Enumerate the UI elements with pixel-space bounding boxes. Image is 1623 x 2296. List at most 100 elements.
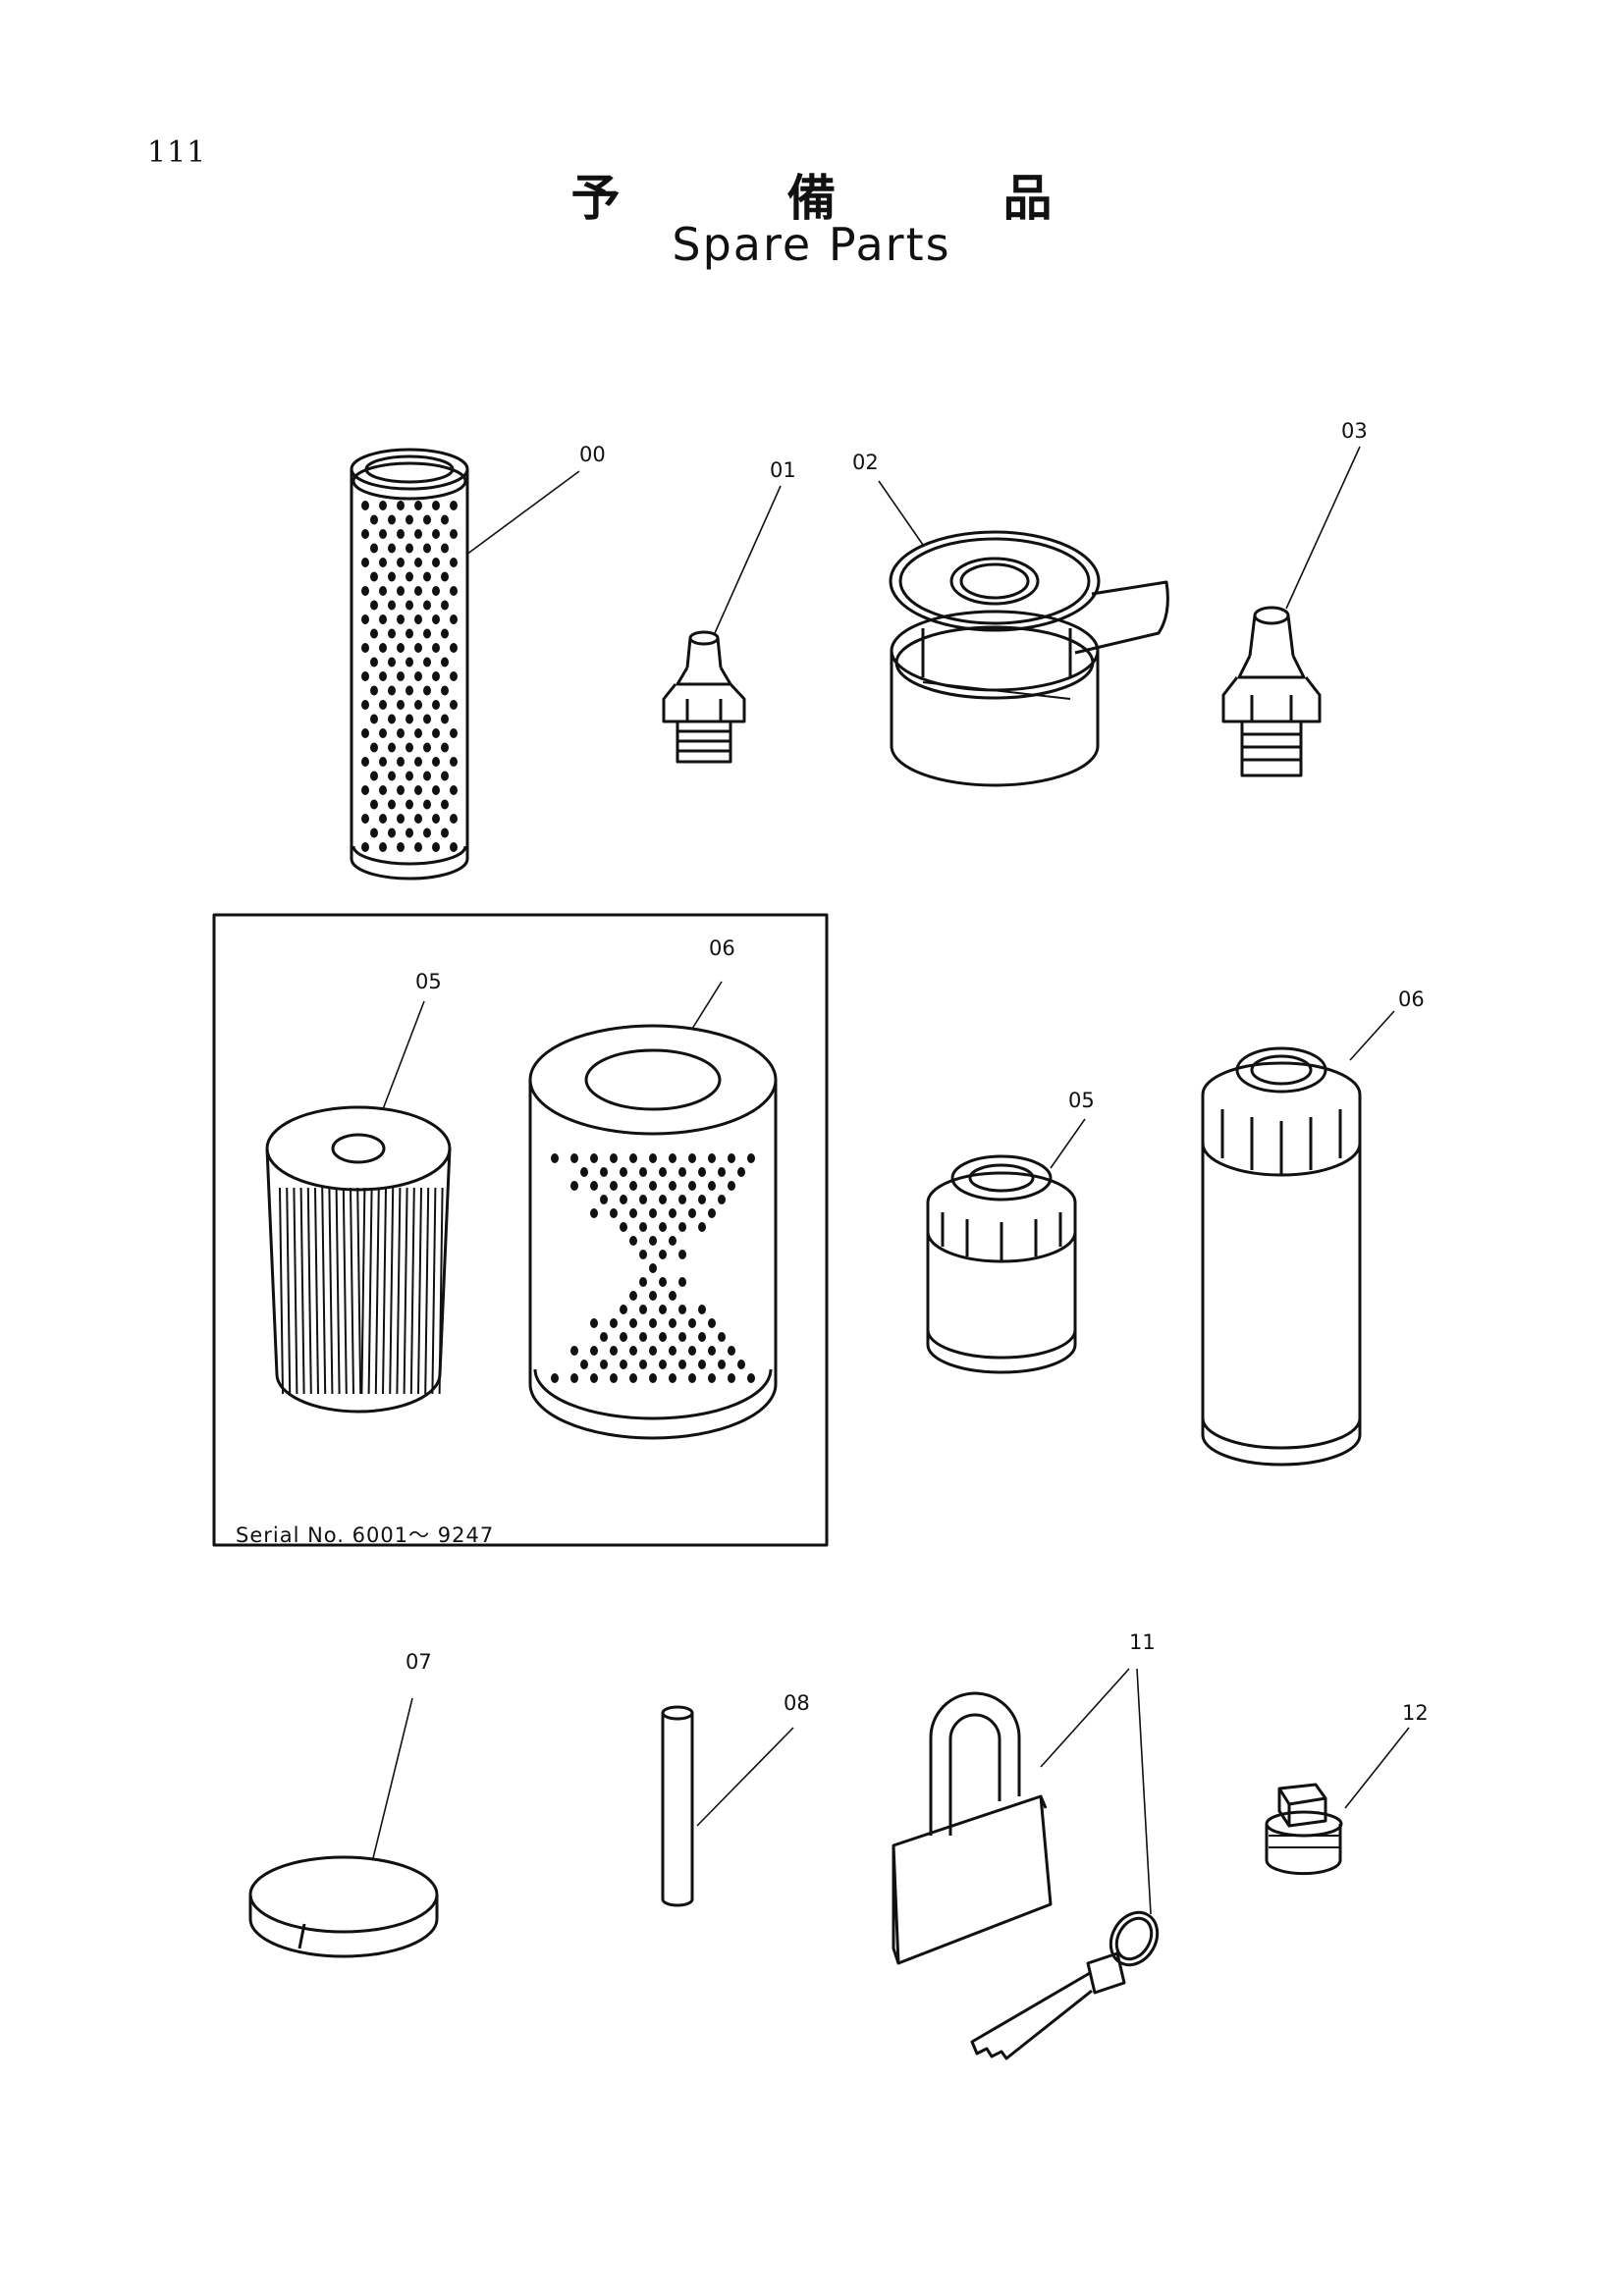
perforation-hole (450, 586, 458, 596)
perforation-hole (669, 1153, 676, 1163)
perforation-hole (708, 1318, 716, 1328)
title-english: Spare Parts (672, 218, 951, 271)
perforation-hole (370, 714, 378, 724)
part-plug (1265, 1783, 1343, 1876)
perforation-hole (708, 1373, 716, 1383)
perforation-hole (370, 828, 378, 838)
perforation-hole (423, 742, 431, 753)
perforation-hole (698, 1195, 706, 1204)
perforation-hole (737, 1167, 745, 1177)
perforation-hole (370, 799, 378, 810)
perforation-hole (432, 558, 440, 567)
perforation-hole (688, 1208, 696, 1218)
perforation-hole (370, 657, 378, 667)
perforation-hole (432, 842, 440, 852)
filter-pleat (431, 1187, 437, 1395)
title-japanese: 予 備 品 (570, 170, 1111, 227)
perforation-hole (590, 1153, 598, 1163)
perforation-hole (590, 1181, 598, 1191)
perforation-hole (370, 685, 378, 696)
callout-06: 06 (1398, 988, 1425, 1011)
perforation-hole (728, 1346, 735, 1356)
perforation-hole (379, 785, 387, 795)
perforation-hole (570, 1181, 578, 1191)
perforation-hole (414, 558, 422, 567)
perforation-hole (388, 657, 396, 667)
perforation-hole (649, 1373, 657, 1383)
perforation-hole (361, 501, 369, 510)
filter-pleat (328, 1187, 334, 1395)
perforation-hole (361, 814, 369, 824)
perforation-hole (379, 586, 387, 596)
perforation-hole (441, 828, 449, 838)
perforation-hole (441, 514, 449, 525)
perforation-hole (423, 628, 431, 639)
perforation-hole (610, 1318, 618, 1328)
perforation-hole (620, 1222, 627, 1232)
perforation-hole (397, 728, 405, 738)
perforation-hole (406, 543, 413, 554)
perforation-hole (570, 1346, 578, 1356)
perforation-hole (450, 501, 458, 510)
perforation-hole (600, 1332, 608, 1342)
perforation-hole (649, 1236, 657, 1246)
perforation-hole (688, 1181, 696, 1191)
perforation-hole (450, 700, 458, 710)
perforation-hole (450, 728, 458, 738)
perforation-hole (639, 1360, 647, 1369)
perforation-hole (361, 785, 369, 795)
part-pleated-element (265, 1105, 452, 1414)
perforation-hole (450, 529, 458, 539)
perforation-hole (370, 514, 378, 525)
perforation-hole (669, 1181, 676, 1191)
perforation-hole (659, 1277, 667, 1287)
perforation-hole (669, 1373, 676, 1383)
perforation-hole (406, 742, 413, 753)
perforation-hole (698, 1305, 706, 1314)
perforation-hole (659, 1360, 667, 1369)
perforation-hole (620, 1305, 627, 1314)
perforation-hole (629, 1208, 637, 1218)
perforation-hole (669, 1236, 676, 1246)
perforation-hole (432, 501, 440, 510)
perforation-hole (678, 1360, 686, 1369)
perforation-hole (659, 1195, 667, 1204)
filter-pleat (350, 1187, 354, 1395)
perforation-hole (441, 543, 449, 554)
perforation-hole (441, 742, 449, 753)
filter-pleat (306, 1187, 312, 1395)
perforation-hole (370, 628, 378, 639)
perforation-hole (388, 571, 396, 582)
perforation-hole (629, 1291, 637, 1301)
perforation-hole (669, 1318, 676, 1328)
perforation-hole (698, 1167, 706, 1177)
perforation-hole (450, 785, 458, 795)
perforation-hole (600, 1195, 608, 1204)
perforation-hole (620, 1167, 627, 1177)
perforation-hole (678, 1305, 686, 1314)
filter-pleat (279, 1187, 284, 1395)
perforation-hole (379, 814, 387, 824)
perforation-hole (370, 742, 378, 753)
perforation-hole (639, 1332, 647, 1342)
perforation-hole (551, 1373, 559, 1383)
perforation-hole (397, 643, 405, 653)
perforation-hole (610, 1181, 618, 1191)
perforation-hole (728, 1153, 735, 1163)
perforation-hole (620, 1360, 627, 1369)
perforation-hole (414, 643, 422, 653)
perforation-hole (432, 614, 440, 624)
perforation-hole (441, 799, 449, 810)
perforation-hole (639, 1222, 647, 1232)
perforation-hole (629, 1318, 637, 1328)
perforation-hole (629, 1346, 637, 1356)
perforation-hole (708, 1346, 716, 1356)
perforation-hole (718, 1360, 726, 1369)
perforation-hole (610, 1153, 618, 1163)
perforation-hole (406, 714, 413, 724)
perforation-hole (747, 1153, 755, 1163)
part-spin-on-filter-tall (1201, 1046, 1362, 1467)
perforation-hole (441, 657, 449, 667)
perforation-hole (388, 600, 396, 611)
perforation-hole (590, 1208, 598, 1218)
